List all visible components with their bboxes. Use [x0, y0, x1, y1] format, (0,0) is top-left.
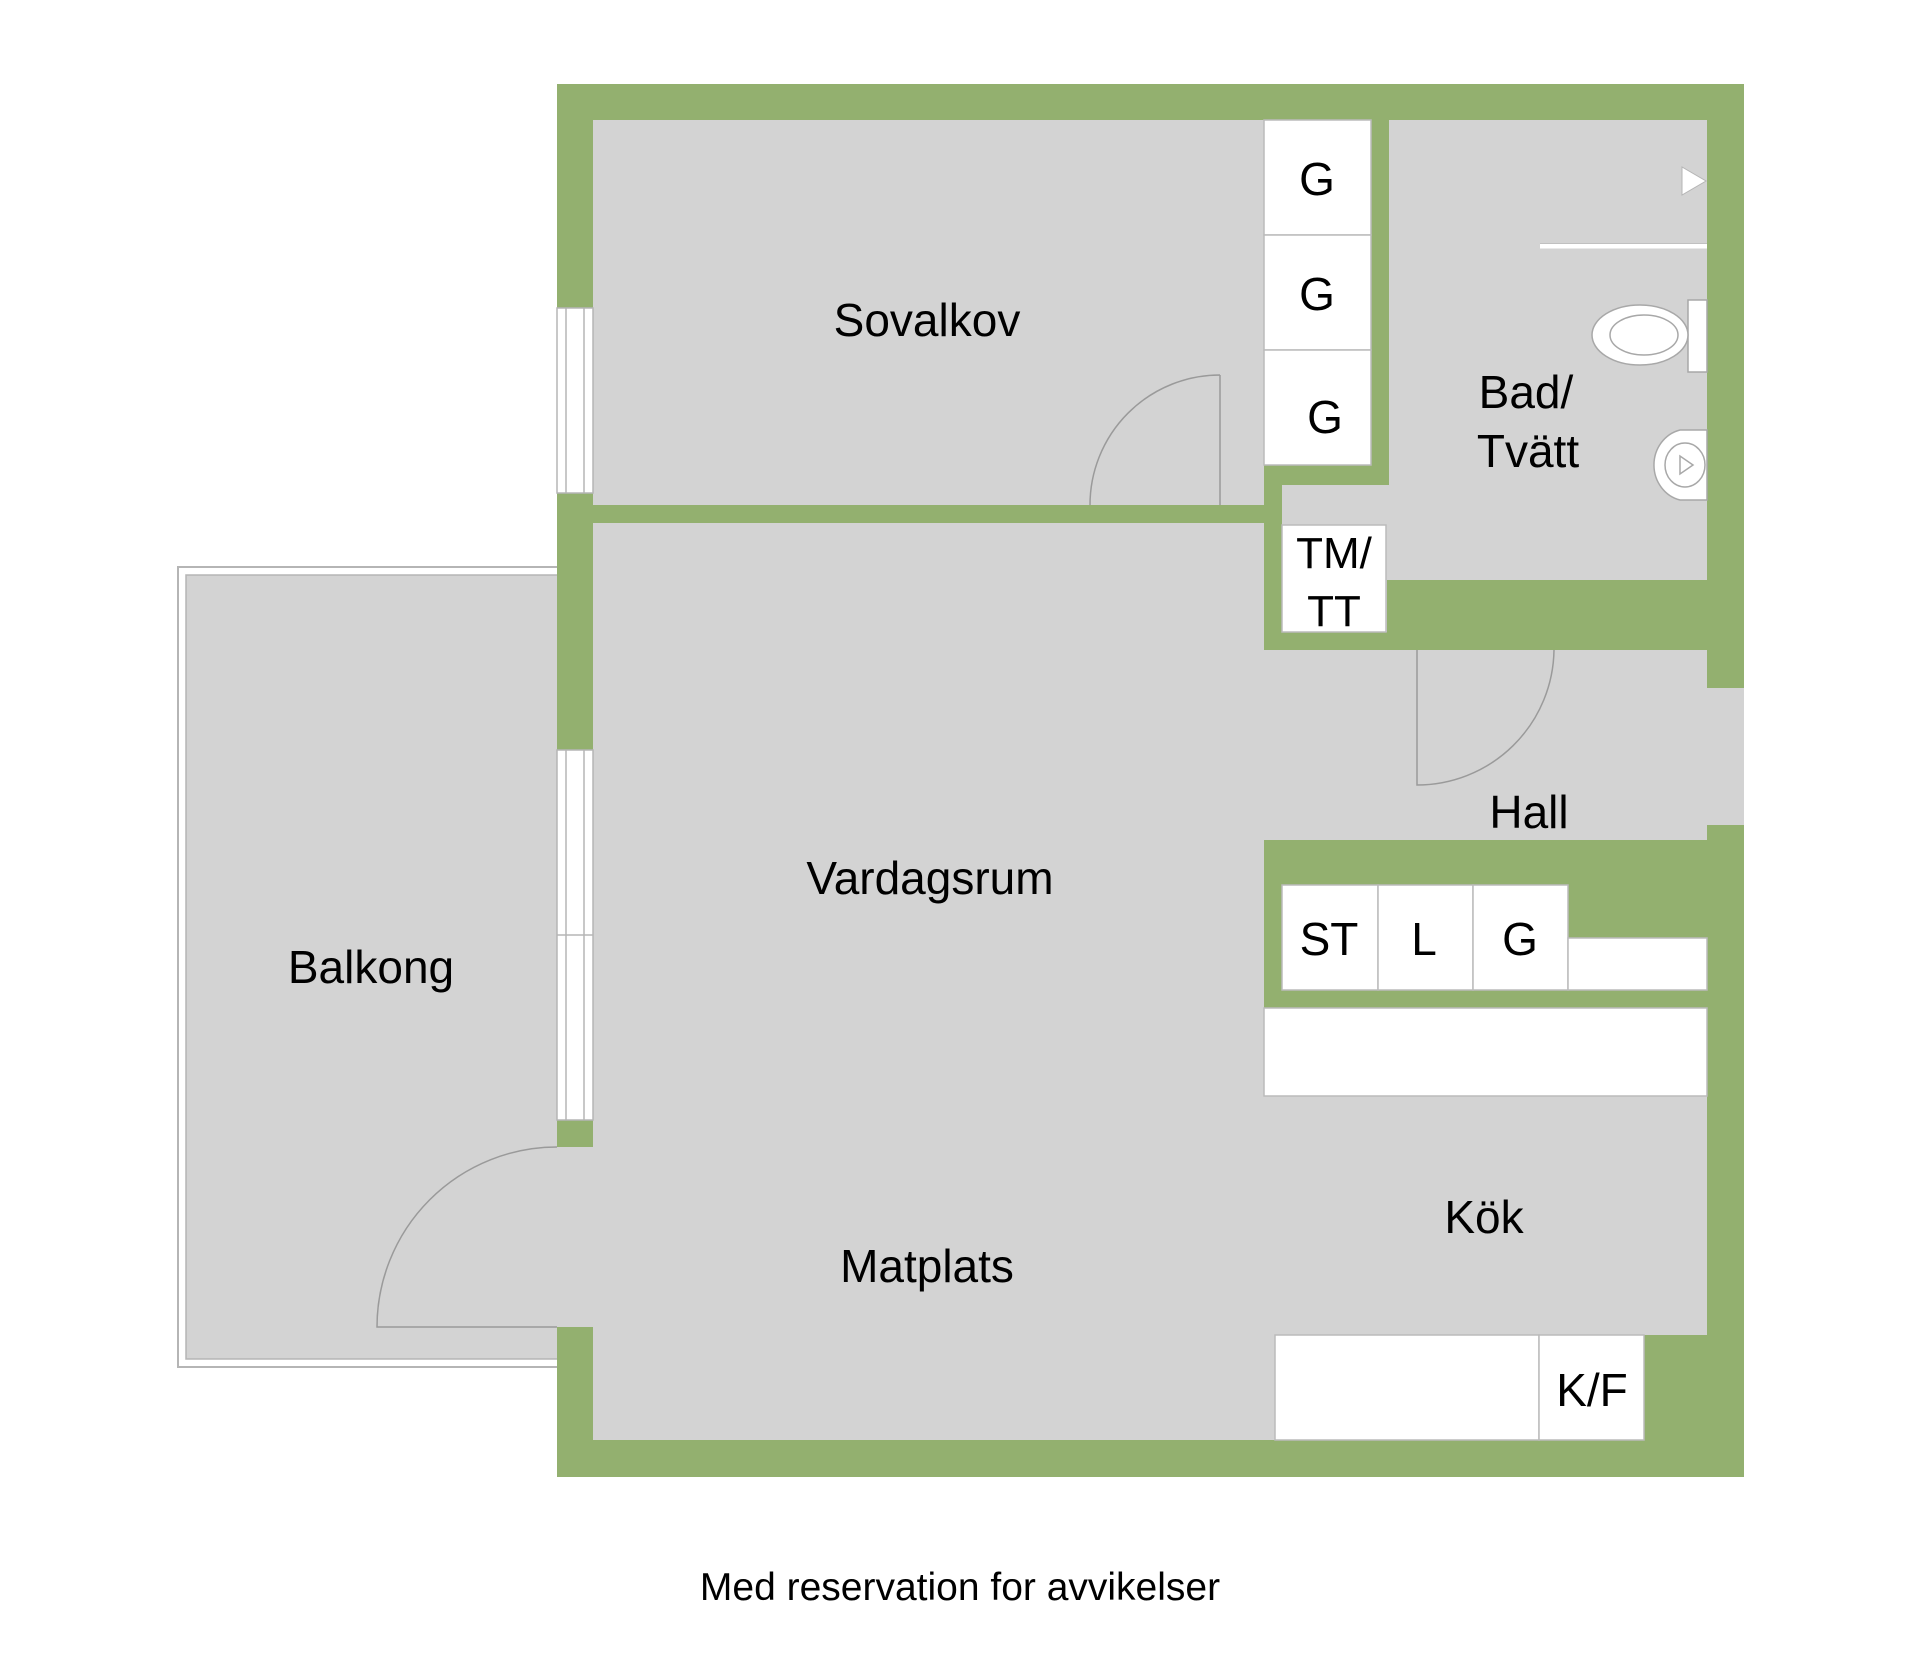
g-hall-label: G	[1502, 913, 1538, 965]
g-cabinet	[1472, 884, 1569, 991]
balcony	[177, 566, 559, 1368]
toilet-icon	[1591, 299, 1708, 373]
room-label-kok: Kök	[1444, 1191, 1524, 1243]
room-label-balkong: Balkong	[288, 941, 454, 993]
wardrobe-3	[1263, 349, 1372, 466]
room-label-sovalkov: Sovalkov	[834, 294, 1021, 346]
room-label-vardagsrum: Vardagsrum	[806, 852, 1053, 904]
wardrobe-1	[1263, 119, 1372, 236]
floor-sovalkov	[593, 120, 1264, 505]
room-label-hall: Hall	[1489, 786, 1568, 838]
fixture-labels: G G G TM/ TT ST L G K/F	[1296, 153, 1628, 1416]
tm-tt-label-1: TM/	[1296, 529, 1373, 578]
floor-hall	[1264, 650, 1744, 825]
window-icon	[556, 307, 594, 1121]
floors	[555, 120, 1744, 1440]
door-swing-icon	[376, 374, 1555, 1328]
wardrobe-label-1: G	[1299, 153, 1335, 205]
wardrobe-label-2: G	[1299, 268, 1335, 320]
disclaimer-text: Med reservation for avvikelser	[699, 1566, 1221, 1609]
room-label-bad: Bad/	[1479, 366, 1574, 418]
kitchen-counter-bottom	[1274, 1334, 1540, 1441]
fixtures	[1263, 119, 1708, 1441]
washbasin-icon	[1653, 429, 1708, 501]
shelf	[1567, 937, 1708, 991]
tm-tt-label-2: TT	[1307, 587, 1361, 636]
wardrobe-label-3: G	[1307, 391, 1343, 443]
tm-tt-cabinet	[1281, 524, 1387, 633]
inner-walls	[593, 120, 1744, 1477]
st-cabinet	[1281, 884, 1379, 991]
fridge-freezer	[1538, 1334, 1645, 1441]
kf-label: K/F	[1556, 1364, 1628, 1416]
floor-vardagsrum	[593, 523, 1264, 1440]
wardrobe-2	[1263, 234, 1372, 351]
l-label: L	[1411, 913, 1437, 965]
st-label: ST	[1300, 913, 1359, 965]
kitchen-counter	[1263, 1007, 1708, 1097]
room-label-matplats: Matplats	[840, 1240, 1014, 1292]
room-labels: Sovalkov Bad/ Tvätt Vardagsrum Hall Balk…	[288, 294, 1579, 1292]
l-cabinet	[1377, 884, 1474, 991]
room-label-tvatt: Tvätt	[1477, 425, 1579, 477]
shower-tap-icon	[1540, 166, 1707, 249]
